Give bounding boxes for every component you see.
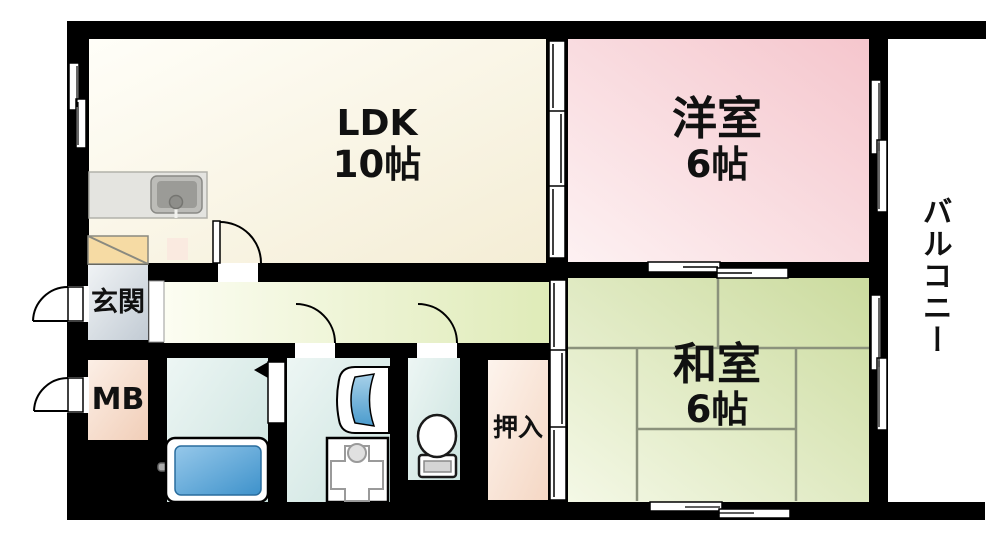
toilet-door bbox=[417, 303, 458, 358]
washroom-door bbox=[295, 303, 336, 358]
meter-box bbox=[88, 360, 148, 440]
japanese-room-window bbox=[870, 294, 888, 431]
entrance-door bbox=[32, 286, 89, 322]
kitchen-pillar-nook bbox=[167, 238, 188, 260]
hallway-floor bbox=[164, 282, 549, 343]
toilet-icon bbox=[416, 413, 458, 479]
ldk-floor bbox=[89, 39, 546, 263]
entrance-floor bbox=[88, 265, 148, 340]
western-room-window bbox=[870, 79, 888, 213]
balcony-floor bbox=[888, 39, 986, 502]
closet-floor bbox=[488, 360, 548, 500]
japanese-room-south-window bbox=[649, 501, 791, 519]
refrigerator-space-icon bbox=[87, 235, 149, 265]
western-room-floor bbox=[568, 39, 869, 262]
vanity-icon bbox=[336, 366, 390, 434]
meter-box-door bbox=[33, 377, 89, 413]
ldk-western-sliding-door bbox=[548, 40, 566, 259]
ldk-door bbox=[212, 220, 262, 282]
bathtub-icon bbox=[157, 436, 270, 504]
kitchen-sink-icon bbox=[150, 175, 203, 218]
tatami-lines bbox=[568, 278, 869, 501]
ldk-window bbox=[68, 62, 87, 149]
balcony-bottom-wall bbox=[888, 502, 985, 520]
balcony-top-wall bbox=[888, 21, 986, 39]
japanese-room-sliding-doors bbox=[549, 279, 567, 501]
entrance-step bbox=[148, 280, 165, 343]
bathroom-door bbox=[254, 361, 286, 424]
washing-machine-pan-icon bbox=[325, 436, 390, 504]
western-japanese-sliding-door bbox=[647, 261, 789, 279]
